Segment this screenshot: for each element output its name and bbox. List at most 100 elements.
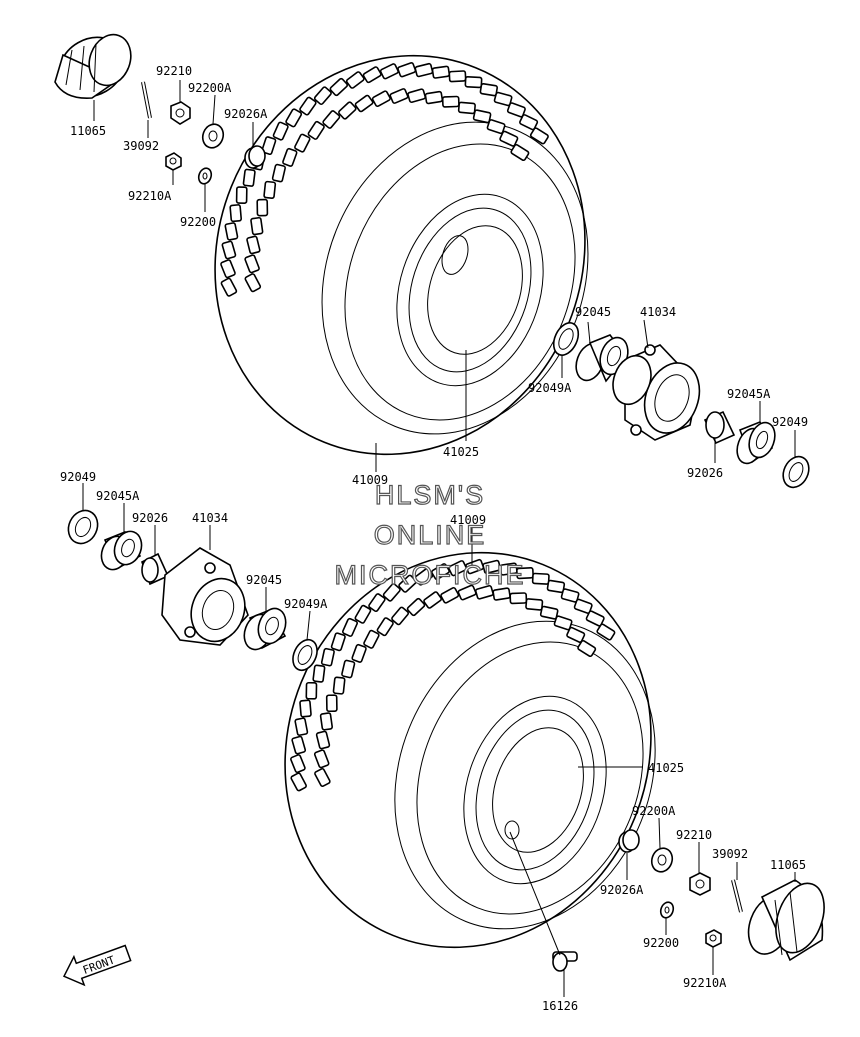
label-lower-collar[interactable]: 92026: [132, 511, 168, 525]
label-lower-bearing-a[interactable]: 92045A: [96, 489, 140, 503]
upper-seal-92049[interactable]: [778, 452, 813, 491]
label-upper-bearing[interactable]: 92045: [575, 305, 611, 319]
watermark-line-2: ONLINE: [374, 520, 487, 550]
tread-block: [368, 593, 386, 613]
label-upper-collar-a[interactable]: 92026A: [224, 107, 268, 121]
lower-collar-92026a[interactable]: [618, 829, 640, 853]
upper-bearing-92045a[interactable]: [733, 419, 780, 467]
label-upper-cap[interactable]: 11065: [70, 124, 106, 138]
tread-block: [261, 136, 277, 156]
label-lower-nut[interactable]: 92210: [676, 828, 712, 842]
tread-block: [506, 102, 526, 118]
tread-block: [573, 598, 593, 614]
upper-cotter-pin-39092[interactable]: [141, 81, 152, 119]
tread-block: [431, 65, 451, 79]
label-lower-cap[interactable]: 11065: [770, 858, 806, 872]
tread-block: [379, 63, 399, 80]
tread-block: [553, 615, 573, 631]
tread-block: [376, 617, 394, 637]
label-lower-valve[interactable]: 16126: [542, 999, 578, 1013]
tread-block: [577, 639, 597, 658]
lower-cotter-pin-39092[interactable]: [731, 879, 743, 913]
tread-block: [531, 572, 550, 585]
label-upper-seal[interactable]: 92049: [772, 415, 808, 429]
tread-block: [235, 186, 248, 204]
label-upper-cotter-pin[interactable]: 39092: [123, 139, 159, 153]
label-lower-bearing[interactable]: 92045: [246, 573, 282, 587]
tread-block: [440, 586, 460, 604]
upper-collar-92026[interactable]: [703, 410, 736, 445]
tread-block: [414, 567, 434, 586]
label-lower-collar-a[interactable]: 92026A: [600, 883, 644, 897]
label-lower-nut-a[interactable]: 92210A: [683, 976, 727, 990]
lower-cap-11065[interactable]: [741, 877, 833, 962]
label-upper-collar[interactable]: 92026: [687, 466, 723, 480]
upper-bearing-92045[interactable]: [571, 334, 632, 385]
upper-part-labels: 11065 39092 92210 92200A 92026A 92210A 9…: [70, 64, 808, 487]
tread-block: [338, 101, 357, 120]
label-lower-washer[interactable]: 92200: [643, 936, 679, 950]
tread-block: [362, 66, 382, 84]
tread-block: [221, 240, 237, 260]
upper-washer-92200a[interactable]: [199, 121, 226, 150]
label-upper-washer-a[interactable]: 92200A: [188, 81, 232, 95]
lower-washer-92200[interactable]: [659, 900, 676, 919]
tread-block: [341, 659, 356, 679]
lower-wheel-rim[interactable]: [441, 678, 630, 903]
tread-block: [229, 204, 243, 223]
label-upper-tire[interactable]: 41009: [352, 473, 388, 487]
label-lower-seal-a[interactable]: 92049A: [284, 597, 328, 611]
upper-wheel-rim[interactable]: [373, 175, 567, 405]
label-upper-wheel[interactable]: 41025: [443, 445, 479, 459]
label-lower-hub[interactable]: 41034: [192, 511, 228, 525]
label-lower-seal[interactable]: 92049: [60, 470, 96, 484]
lower-washer-92200a[interactable]: [648, 845, 675, 874]
tread-block: [472, 109, 492, 124]
tread-block: [291, 735, 307, 755]
tread-block: [509, 592, 528, 605]
upper-nut-92210a[interactable]: [165, 152, 182, 171]
upper-tire[interactable]: [156, 0, 645, 510]
lower-hub-41034[interactable]: [161, 547, 253, 649]
lower-bearing-92045[interactable]: [240, 605, 291, 654]
tread-block: [516, 566, 534, 580]
tread-block: [397, 62, 417, 78]
lower-seal-92049[interactable]: [63, 506, 103, 549]
lower-nut-92210[interactable]: [689, 872, 711, 896]
label-lower-washer-a[interactable]: 92200A: [632, 804, 676, 818]
lower-tire[interactable]: [226, 497, 710, 1003]
tread-block: [242, 168, 256, 187]
label-upper-nut-a[interactable]: 92210A: [128, 189, 172, 203]
tread-block: [457, 101, 476, 115]
label-upper-washer[interactable]: 92200: [180, 215, 216, 229]
label-upper-bearing-a[interactable]: 92045A: [727, 387, 771, 401]
upper-collar-92026a[interactable]: [244, 145, 266, 169]
tread-block: [424, 90, 444, 105]
label-lower-cotter-pin[interactable]: 39092: [712, 847, 748, 861]
label-upper-seal-a[interactable]: 92049A: [528, 381, 572, 395]
upper-hub-41034[interactable]: [607, 344, 709, 441]
tread-block: [457, 584, 477, 601]
tread-block: [290, 772, 307, 792]
watermark-line-1: HLSM'S: [375, 480, 485, 510]
lower-seal-92049a[interactable]: [288, 636, 321, 674]
upper-nut-92210[interactable]: [170, 101, 191, 125]
tread-block: [423, 591, 443, 609]
tread-block: [389, 88, 409, 104]
lower-bearing-92045a[interactable]: [97, 528, 146, 574]
label-lower-tire[interactable]: 41009: [450, 513, 486, 527]
tread-block: [441, 95, 460, 108]
tread-block: [244, 254, 260, 274]
label-lower-wheel[interactable]: 41025: [648, 761, 684, 775]
tread-block: [519, 114, 539, 131]
lower-valve-16126[interactable]: [552, 951, 578, 972]
upper-cap-11065[interactable]: [49, 26, 138, 108]
lower-tire-assembly: [226, 497, 710, 1003]
label-upper-nut[interactable]: 92210: [156, 64, 192, 78]
upper-washer-92200[interactable]: [197, 166, 214, 185]
upper-seal-92049a[interactable]: [549, 319, 583, 359]
lower-nut-92210a[interactable]: [705, 929, 722, 948]
tread-block: [313, 86, 332, 105]
tread-block: [282, 147, 298, 167]
label-upper-hub[interactable]: 41034: [640, 305, 676, 319]
